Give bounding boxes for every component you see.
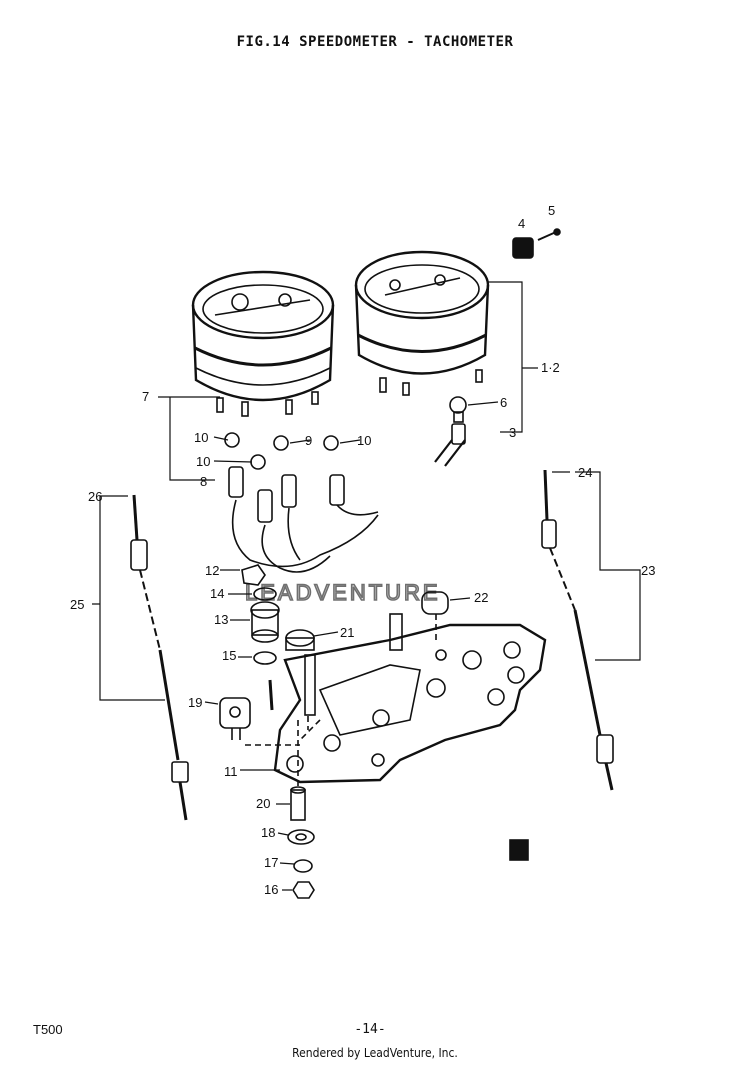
render-credit: Rendered by LeadVenture, Inc.: [292, 1046, 458, 1060]
callout-17: 17: [264, 855, 278, 870]
fig-mark: [509, 839, 529, 861]
callout-19: 19: [188, 695, 202, 710]
model-label: T500: [33, 1022, 63, 1037]
callout-4: 4: [518, 216, 525, 231]
callout-6: 6: [500, 395, 507, 410]
bulbs-and-sockets-left: [224, 432, 379, 573]
bulb-and-socket: [434, 396, 467, 467]
callout-1-2: 1·2: [541, 360, 560, 375]
tachometer-gauge: [354, 250, 490, 396]
figure-title: FIG.14 SPEEDOMETER - TACHOMETER: [236, 34, 514, 50]
callout-11: 11: [224, 764, 238, 779]
callout-10-a: 10: [194, 430, 208, 445]
callout-18: 18: [261, 825, 275, 840]
callout-15: 15: [222, 648, 236, 663]
callout-8: 8: [200, 474, 207, 489]
callout-9: 9: [305, 433, 312, 448]
speedometer-gauge: [191, 270, 335, 417]
callout-16: 16: [264, 882, 278, 897]
callout-21: 21: [340, 625, 354, 640]
switch-and-wire: [219, 679, 300, 746]
cap-and-screw: [512, 228, 561, 259]
callout-10-b: 10: [196, 454, 210, 469]
lower-fasteners: [287, 720, 315, 899]
callout-10-c: 10: [357, 433, 371, 448]
callout-3: 3: [509, 425, 516, 440]
mounting-bracket: [273, 613, 547, 784]
knob-and-cap: [285, 591, 449, 651]
callout-24: 24: [578, 465, 592, 480]
callout-7: 7: [142, 389, 149, 404]
callout-5: 5: [548, 203, 555, 218]
left-cable: [130, 494, 189, 821]
grommet-stack: [241, 564, 280, 665]
right-cable: [541, 469, 614, 791]
callout-12: 12: [205, 563, 219, 578]
callout-14: 14: [210, 586, 224, 601]
callout-26: 26: [88, 489, 102, 504]
watermark-text: LEADVENTURE: [245, 580, 441, 605]
callout-23: 23: [641, 563, 655, 578]
page-number: -14-: [354, 1022, 386, 1037]
callout-13: 13: [214, 612, 228, 627]
callout-25: 25: [70, 597, 84, 612]
callout-22: 22: [474, 590, 488, 605]
callout-20: 20: [256, 796, 270, 811]
